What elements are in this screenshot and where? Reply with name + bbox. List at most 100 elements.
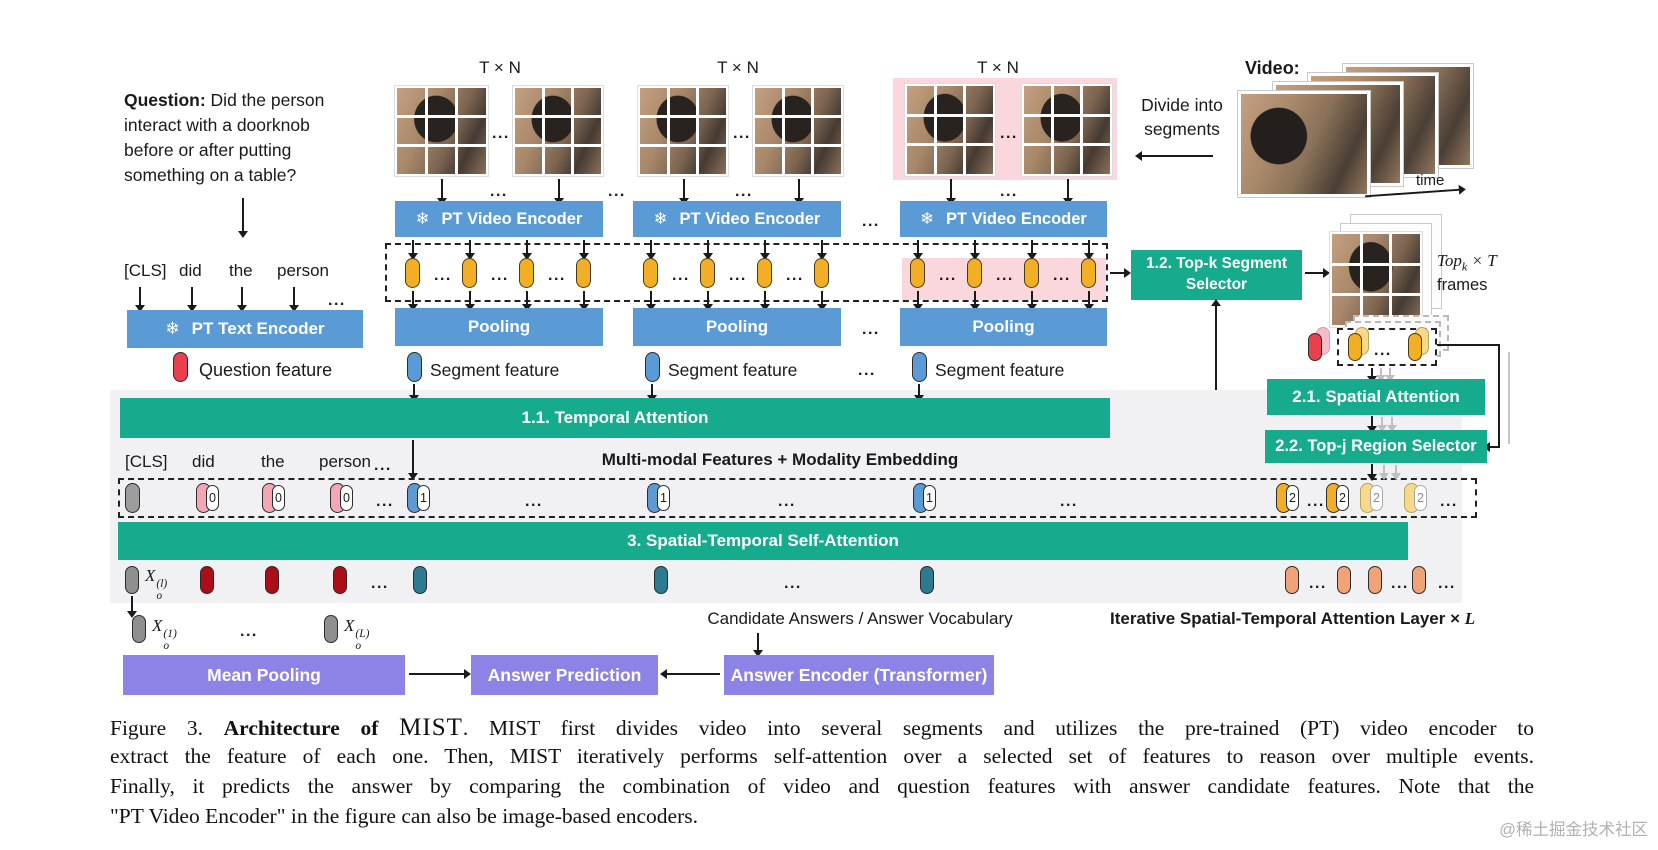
- self-attention-label: 3. Spatial-Temporal Self-Attention: [627, 531, 899, 550]
- ellipsis: ...: [240, 623, 258, 640]
- segment-feature-label: Segment feature: [668, 360, 798, 380]
- topk-segment-selector-box: 1.2. Top-k Segment Selector: [1131, 250, 1302, 300]
- arrow-down: [645, 291, 656, 311]
- arrow-down: [288, 287, 299, 312]
- arrow-up: [1210, 299, 1221, 390]
- arrow-down-ghost: [1376, 417, 1387, 432]
- ellipsis: ...: [376, 493, 394, 510]
- iterative-layer-label: Iterative Spatial-Temporal Attention Lay…: [1110, 609, 1510, 629]
- arrow-down: [1083, 291, 1094, 311]
- patch-token-pill: [462, 258, 477, 288]
- math-x: X: [344, 616, 355, 635]
- txn-label: T × N: [977, 58, 1019, 77]
- arrow-down: [1062, 179, 1073, 205]
- segment-feature-pill: [912, 352, 927, 382]
- modality-badge: 2: [1336, 485, 1349, 511]
- arrow-down: [969, 291, 980, 311]
- arrow-down-ghost: [1375, 368, 1386, 382]
- token-label-did: did: [179, 261, 202, 280]
- txn-label: T × N: [717, 58, 759, 77]
- arrow-down: [1366, 416, 1377, 433]
- caption-line-3: Finally, it predicts the answer by compa…: [110, 774, 1534, 798]
- output-segment-pill: [654, 566, 668, 594]
- pooling-label: Pooling: [705, 317, 769, 336]
- topj-region-selector-box: 2.2. Top-j Region Selector: [1265, 430, 1487, 463]
- modality-badge: 0: [206, 485, 219, 511]
- cls-token-pill: [125, 483, 140, 513]
- segment-token-pair: 1: [913, 483, 936, 513]
- modality-badge: 2: [1414, 485, 1427, 511]
- arrow-down: [464, 240, 475, 260]
- ellipsis: ...: [784, 575, 802, 592]
- arrow-down: [407, 440, 418, 480]
- question-feature-pill: [1308, 333, 1322, 361]
- arrow-down-ghost: [1390, 465, 1401, 480]
- patch-token-pill: [1024, 258, 1039, 288]
- arrow-down: [645, 240, 656, 260]
- pt-text-encoder-box: ❄ PT Text Encoder: [127, 310, 363, 348]
- arrow-down: [237, 198, 248, 238]
- temporal-attention-label: 1.1. Temporal Attention: [521, 408, 709, 427]
- arrow-down: [1026, 240, 1037, 260]
- iterative-layer-L: L: [1464, 609, 1476, 628]
- pt-video-encoder-box: ❄ PT Video Encoder: [900, 201, 1107, 237]
- math-top: Top: [1437, 251, 1462, 270]
- arrow-down: [407, 240, 418, 260]
- ellipsis: ...: [1000, 183, 1018, 200]
- token-label-person: person: [277, 261, 329, 280]
- text-token-pair: 0: [196, 483, 219, 513]
- ellipsis: ...: [729, 267, 747, 284]
- patch-token-pill: [814, 258, 829, 288]
- text-token-pair: 0: [262, 483, 285, 513]
- arrow-down: [126, 596, 137, 618]
- question-body: Did the person interact with a doorknob …: [124, 90, 325, 185]
- video-frame-grid: [1022, 84, 1112, 176]
- arrow-down: [1083, 240, 1094, 260]
- ellipsis: ...: [492, 125, 510, 142]
- output-region-pill: [1412, 566, 1426, 594]
- answer-encoder-box: Answer Encoder (Transformer): [724, 655, 994, 695]
- ellipsis: ...: [939, 267, 957, 284]
- patch-token-pill: [700, 258, 715, 288]
- caption-line-1: Figure 3. Architecture of MIST. MIST fir…: [110, 714, 1534, 742]
- output-segment-pill: [413, 566, 427, 594]
- arrow-left: [1135, 150, 1213, 161]
- arrow-down: [407, 291, 418, 311]
- ellipsis: ...: [733, 125, 751, 142]
- token-label-the: the: [261, 452, 285, 471]
- modality-badge: 1: [923, 485, 936, 511]
- video-frame-grid: [753, 86, 843, 176]
- frames-label: frames: [1437, 275, 1488, 294]
- arrow-down: [759, 240, 770, 260]
- region-token-pair: 2: [1276, 483, 1299, 513]
- pooling-box: Pooling: [395, 308, 603, 346]
- math-x: X: [152, 616, 163, 635]
- pooling-box: Pooling: [633, 308, 841, 346]
- math-xt: × T: [1471, 251, 1497, 270]
- ellipsis: ...: [525, 493, 543, 510]
- layer-output-pill: [132, 615, 146, 643]
- ellipsis: ...: [608, 183, 626, 200]
- output-text-pill: [333, 566, 347, 594]
- x-output-l-label: X(l)o: [145, 567, 167, 602]
- arrow-down: [1366, 368, 1377, 383]
- arrow-down: [578, 291, 589, 311]
- pooling-label: Pooling: [467, 317, 531, 336]
- topk-selector-line1: 1.2. Top-k Segment: [1146, 255, 1287, 273]
- mist-logo: MIST: [399, 714, 463, 741]
- spatial-attention-label: 2.1. Spatial Attention: [1292, 387, 1460, 406]
- caption-line-2: extract the feature of each one. Then, M…: [110, 744, 1534, 768]
- pooling-box: Pooling: [900, 308, 1107, 346]
- pt-text-encoder-label: PT Text Encoder: [191, 319, 325, 338]
- question-feature-label: Question feature: [199, 360, 333, 380]
- snowflake-icon: ❄: [920, 210, 934, 228]
- caption-bold: Architecture of: [223, 716, 379, 740]
- math-sup-1: (1): [163, 628, 177, 640]
- layer-output-pill: [324, 615, 338, 643]
- patch-token-pill: [576, 258, 591, 288]
- arrow-down: [913, 384, 924, 402]
- ellipsis: ...: [1438, 575, 1456, 592]
- pooling-label: Pooling: [972, 317, 1035, 336]
- segment-token-pair: 1: [407, 483, 430, 513]
